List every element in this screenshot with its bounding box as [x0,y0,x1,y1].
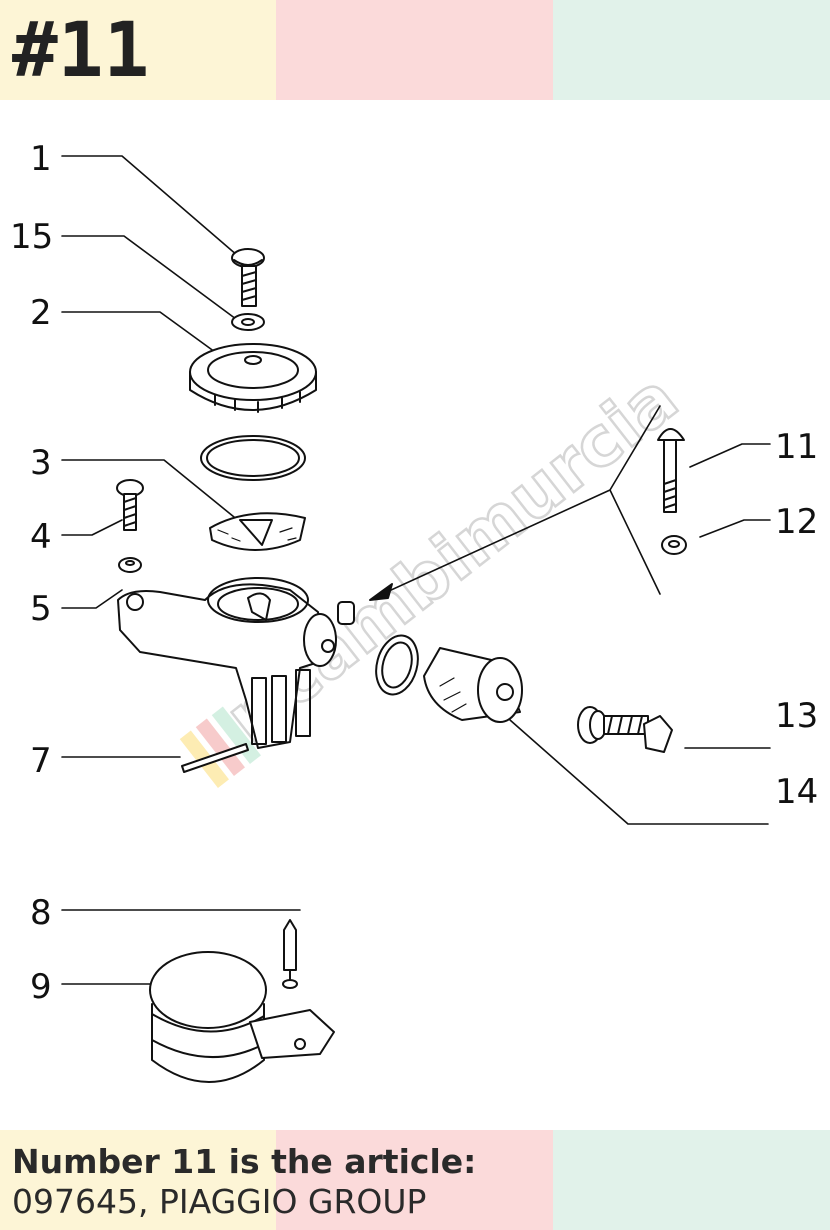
part-15-washer [231,313,265,331]
footer-band-pink [276,1130,553,1230]
leader-lines [61,155,771,1001]
footer-band-yellow [0,1130,276,1230]
part-5-washer [118,557,142,573]
callout-5: 5 [30,589,52,629]
view-arrow-head [369,583,393,601]
callout-9: 9 [30,967,52,1007]
header-band-yellow [0,0,276,100]
part-2-cap [189,343,317,413]
footer-band-green [553,1130,830,1230]
callout-8: 8 [30,893,52,933]
part-12-washer [661,535,687,555]
callout-7: 7 [30,741,52,781]
header-band-green [553,0,830,100]
callout-4: 4 [30,517,52,557]
part-9-float [149,951,335,1083]
callout-1: 1 [30,139,52,179]
part-4-screw [116,479,144,531]
o-ring [200,435,306,481]
header-band-pink [276,0,553,100]
callout-2: 2 [30,293,52,333]
part-8-needle [282,919,298,989]
part-3-diaphragm [209,512,306,551]
callout-13: 13 [775,696,818,736]
inlet-gasket [375,634,419,696]
carburetor-body [117,577,355,749]
callout-3: 3 [30,443,52,483]
callout-11: 11 [775,427,818,467]
callout-14: 14 [775,772,818,812]
callout-labels: 1 15 2 3 4 5 7 11 12 13 14 8 9 [10,139,818,1007]
callout-15: 15 [10,217,53,257]
exploded-parts-diagram: ricambimurcia [10,139,818,1083]
footer-article-code: 097645, PIAGGIO GROUP [12,1182,427,1221]
part-7-pin [181,743,249,773]
page-title: #11 [12,5,150,94]
part-1-screw [231,248,265,307]
part-11-screw [657,428,685,513]
header-band [0,0,830,100]
callout-12: 12 [775,502,818,542]
footer-band [0,1130,830,1230]
footer-article-heading: Number 11 is the article: [12,1142,477,1181]
part-14-filter [423,647,523,723]
part-13-bolt [577,706,673,753]
